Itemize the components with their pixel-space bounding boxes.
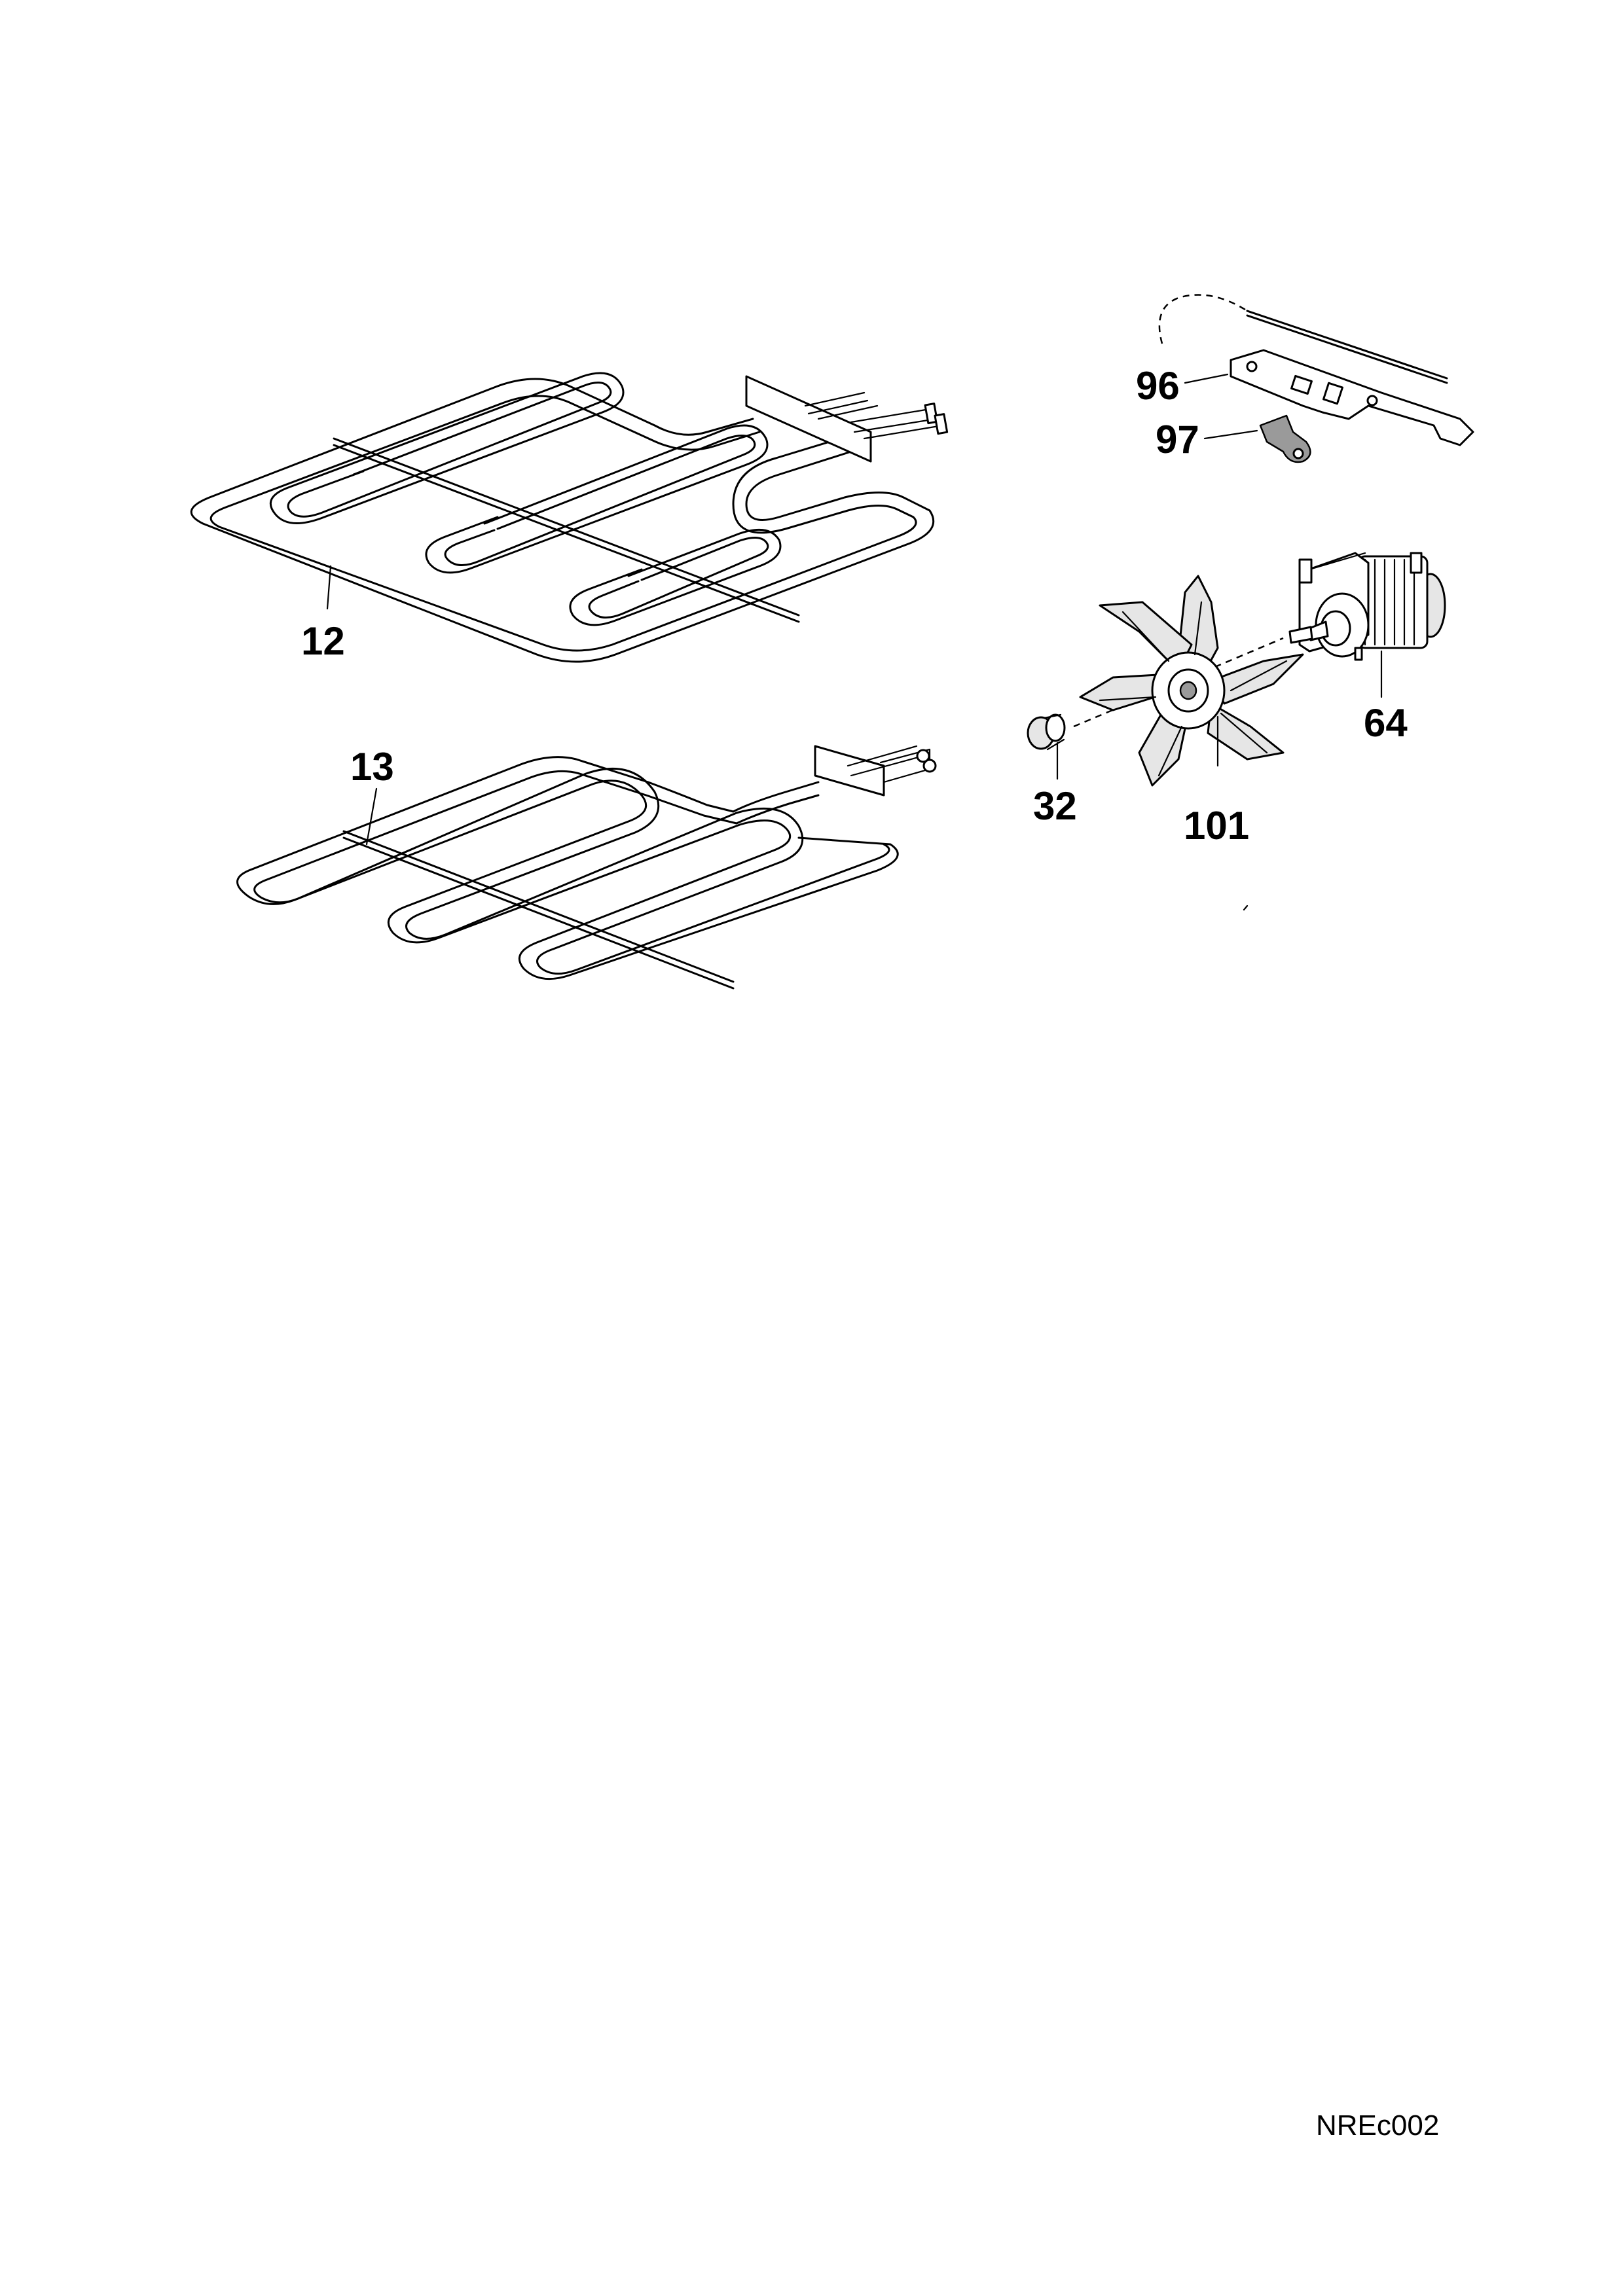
stray-mark <box>1243 905 1249 911</box>
label-part-32: 32 <box>1033 784 1077 828</box>
label-part-64: 64 <box>1364 701 1408 745</box>
sensor-bracket-icon <box>1158 294 1474 446</box>
document-code: NREc002 <box>1316 2109 1439 2142</box>
label-part-97: 97 <box>1156 418 1199 461</box>
label-part-101: 101 <box>1184 804 1249 848</box>
label-part-12: 12 <box>301 619 345 663</box>
fan-motor-icon <box>1288 552 1446 698</box>
label-part-96: 96 <box>1136 364 1180 408</box>
nut-icon <box>1027 637 1284 780</box>
lower-heating-element-icon <box>236 745 937 990</box>
clip-icon <box>1203 414 1311 463</box>
label-part-13: 13 <box>350 745 394 789</box>
upper-heating-element-icon <box>190 372 949 663</box>
fan-blade-icon <box>1079 575 1304 787</box>
